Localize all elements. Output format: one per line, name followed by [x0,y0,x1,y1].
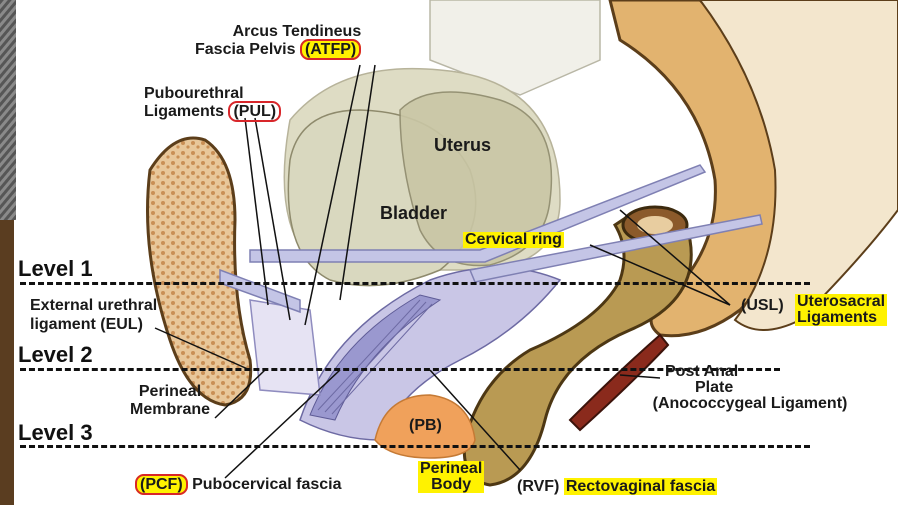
pul-line2-row: Ligaments (PUL) [144,104,281,120]
level-3-line [20,445,810,448]
pul-abbr: (PUL) [228,101,281,122]
cervical-ring-label: Cervical ring [463,232,564,248]
usl-line1: Uterosacral [797,294,885,310]
perineal-membrane [250,300,320,395]
rvf-text: Rectovaginal fascia [564,478,717,495]
level-2-label: Level 2 [18,344,93,366]
pb-label: (PB) [409,418,442,434]
post-anal-plate-label: Post Anal Plate (Anococcygeal Ligament) [645,364,855,412]
atfp-line1: Arcus Tendineus [195,24,361,40]
pul-line1: Pubourethral [144,86,281,102]
eul-label: External urethral ligament (EUL) [30,298,157,333]
usl-line2: Ligaments [797,310,885,326]
eul-line2: ligament (EUL) [30,317,157,333]
rvf-abbr: (RVF) [517,478,559,495]
pul-line2: Ligaments [144,103,224,120]
anal-line3: (Anococcygeal Ligament) [645,396,855,412]
atfp-line2-row: Fascia Pelvis (ATFP) [195,42,361,58]
pul-label: Pubourethral Ligaments (PUL) [144,86,281,120]
perineal-body-line1: Perineal [420,461,482,477]
usl-label: Uterosacral Ligaments [795,294,887,326]
atfp-label: Arcus Tendineus Fascia Pelvis (ATFP) [195,24,361,58]
rectum-lumen [637,216,673,234]
level-1-label: Level 1 [18,258,93,280]
perineal-membrane-line1: Perineal [130,384,210,400]
pubic-bone [148,138,251,405]
perineal-body-label: Perineal Body [418,461,484,493]
uterus-label: Uterus [434,136,491,154]
perineal-body-line2: Body [420,477,482,493]
perineal-membrane-label: Perineal Membrane [130,384,210,418]
photo-edge-brown [0,220,14,505]
usl-abbr: (USL) [741,298,784,314]
eul-line1: External urethral [30,298,157,314]
atfp-line2: Fascia Pelvis [195,41,296,58]
photo-edge-texture [0,0,16,220]
pcf-abbr: (PCF) [135,474,188,495]
anal-line2: Plate [645,380,855,396]
level-3-label: Level 3 [18,422,93,444]
anal-line1: Post Anal [645,364,855,380]
perineal-membrane-line2: Membrane [130,402,210,418]
level-1-line [20,282,810,285]
atfp-abbr: (ATFP) [300,39,361,60]
pcf-text: Pubocervical fascia [192,476,341,493]
bladder-label: Bladder [380,204,447,222]
rvf-label: (RVF) Rectovaginal fascia [517,479,717,495]
pcf-label: (PCF) Pubocervical fascia [135,477,342,493]
